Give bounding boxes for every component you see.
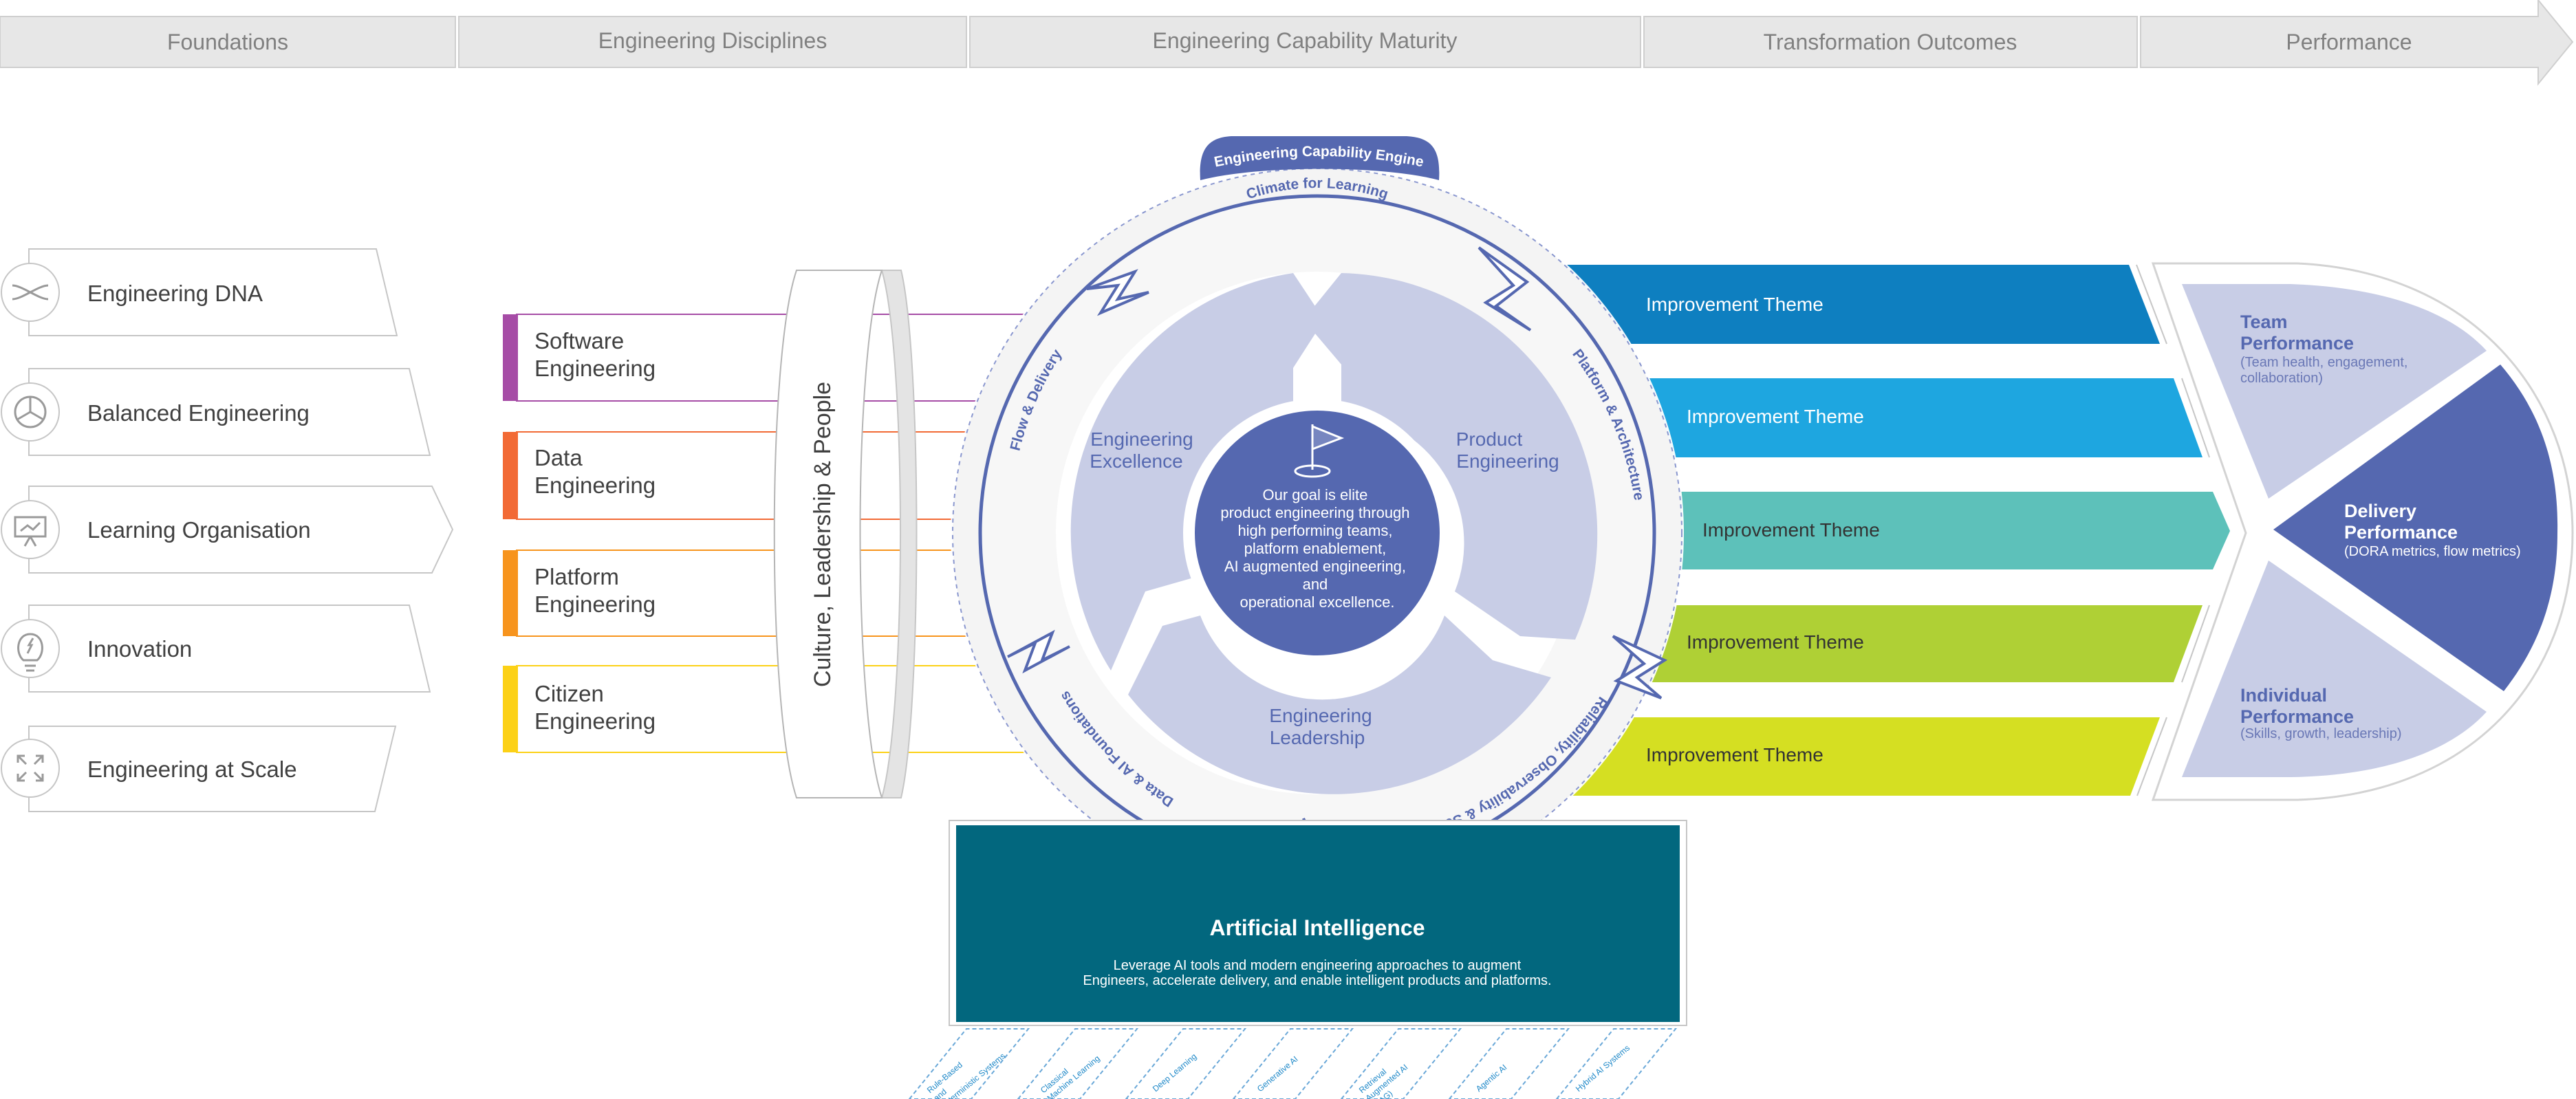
svg-text:Generative AI: Generative AI: [1255, 1054, 1300, 1093]
ai-subtype-generative-ai: Generative AI: [1232, 1028, 1354, 1099]
expand-arrows-icon: [17, 754, 44, 782]
team-performance-desc: (Team health, engagement,collaboration): [2240, 355, 2408, 386]
ai-subtype-classical-ml: ClassicalMachine Learning: [1017, 1028, 1139, 1099]
individual-performance-segment: [2182, 561, 2487, 777]
stage-label-capability: Engineering Capability Maturity: [1153, 28, 1458, 53]
ai-subtype-hybrid-ai: Hybrid AI Systems: [1555, 1028, 1678, 1099]
improvement-theme-1: Improvement Theme: [1479, 264, 2167, 345]
balance-icon: [14, 395, 47, 428]
stage-engineering-disciplines: [458, 16, 967, 68]
capability-engine: Engineering Capability Engine Climate fo…: [951, 136, 1684, 900]
foundation-label: Engineering DNA: [87, 281, 263, 306]
ai-subtype-agentic-ai: Agentic AI: [1448, 1028, 1570, 1099]
presentation-board-icon: [14, 516, 47, 547]
foundation-item-engineering-at-scale: Engineering at Scale: [1, 726, 397, 812]
theme-label: Improvement Theme: [1687, 406, 1864, 427]
theme-label: Improvement Theme: [1687, 631, 1864, 653]
foundation-label: Balanced Engineering: [87, 400, 310, 426]
foundation-item-learning-organisation: Learning Organisation: [1, 486, 454, 574]
ai-subtypes: Rule-BasedandDeterministic Systems Class…: [908, 1028, 1678, 1099]
svg-text:Deep Learning: Deep Learning: [1151, 1052, 1198, 1093]
team-performance-segment: [2182, 284, 2487, 499]
stage-performance: [2140, 0, 2574, 86]
svg-text:Agentic AI: Agentic AI: [1474, 1063, 1508, 1093]
theme-label: Improvement Theme: [1646, 294, 1823, 315]
foundations-list: Engineering DNA Balanced Engineering: [1, 248, 454, 812]
segment-product-engineering: [1303, 273, 1598, 640]
foundation-item-innovation: Innovation: [1, 605, 431, 693]
foundation-label: Learning Organisation: [87, 517, 311, 543]
delivery-performance-desc: (DORA metrics, flow metrics): [2344, 544, 2521, 559]
dna-icon: [12, 284, 49, 301]
culture-band: Culture, Leadership & People: [773, 270, 918, 798]
stage-foundations: [0, 16, 456, 68]
improvement-theme-5: Improvement Theme: [1479, 717, 2167, 796]
stage-label-outcomes: Transformation Outcomes: [1764, 30, 2017, 54]
theme-label: Improvement Theme: [1702, 519, 1880, 541]
svg-text:Rule-BasedandDeterministic Sys: Rule-BasedandDeterministic Systems: [925, 1035, 1007, 1099]
individual-performance-desc: (Skills, growth, leadership): [2240, 726, 2402, 741]
foundation-label: Engineering at Scale: [87, 757, 297, 782]
culture-label: Culture, Leadership & People: [810, 382, 836, 687]
engine-tab: Engineering Capability Engine: [1200, 136, 1440, 180]
ai-subtype-deep-learning: Deep Learning: [1125, 1028, 1247, 1099]
stage-header: Foundations Engineering Disciplines Engi…: [0, 0, 2574, 86]
flag-icon: [1294, 424, 1345, 478]
lightbulb-icon: [17, 633, 43, 672]
goal-circle: [1195, 411, 1440, 655]
discipline-connectors: [516, 314, 1032, 753]
goal-text: Our goal is elite product engineering th…: [1220, 486, 1414, 611]
stage-label-performance: Performance: [2286, 30, 2412, 54]
stage-capability-maturity: [969, 16, 1641, 68]
stage-label-foundations: Foundations: [167, 30, 288, 54]
ai-subtype-rule-based: Rule-BasedandDeterministic Systems: [908, 1028, 1030, 1099]
stage-transformation-outcomes: [1643, 16, 2138, 68]
svg-text:ClassicalMachine Learning: ClassicalMachine Learning: [1039, 1045, 1102, 1099]
svg-text:RetrievalAugmented AI(RAG): RetrievalAugmented AI(RAG): [1357, 1054, 1416, 1099]
foundation-item-balanced-engineering: Balanced Engineering: [1, 368, 431, 456]
theme-label: Improvement Theme: [1646, 744, 1823, 765]
ai-title: Artificial Intelligence: [1210, 915, 1425, 940]
svg-text:Hybrid AI Systems: Hybrid AI Systems: [1574, 1043, 1632, 1094]
foundation-label: Innovation: [87, 636, 192, 662]
foundation-item-engineering-dna: Engineering DNA: [1, 248, 398, 336]
delivery-performance-segment: [2273, 364, 2558, 691]
segment-engineering-excellence: [1070, 273, 1324, 671]
ai-panel: Artificial Intelligence Leverage AI tool…: [949, 820, 1687, 1026]
segment-engineering-leadership: [1128, 616, 1551, 794]
stage-label-disciplines: Engineering Disciplines: [598, 28, 827, 53]
ai-subtype-rag: RetrievalAugmented AI(RAG): [1340, 1028, 1462, 1099]
ai-description: Leverage AI tools and modern engineering…: [1083, 958, 1551, 988]
